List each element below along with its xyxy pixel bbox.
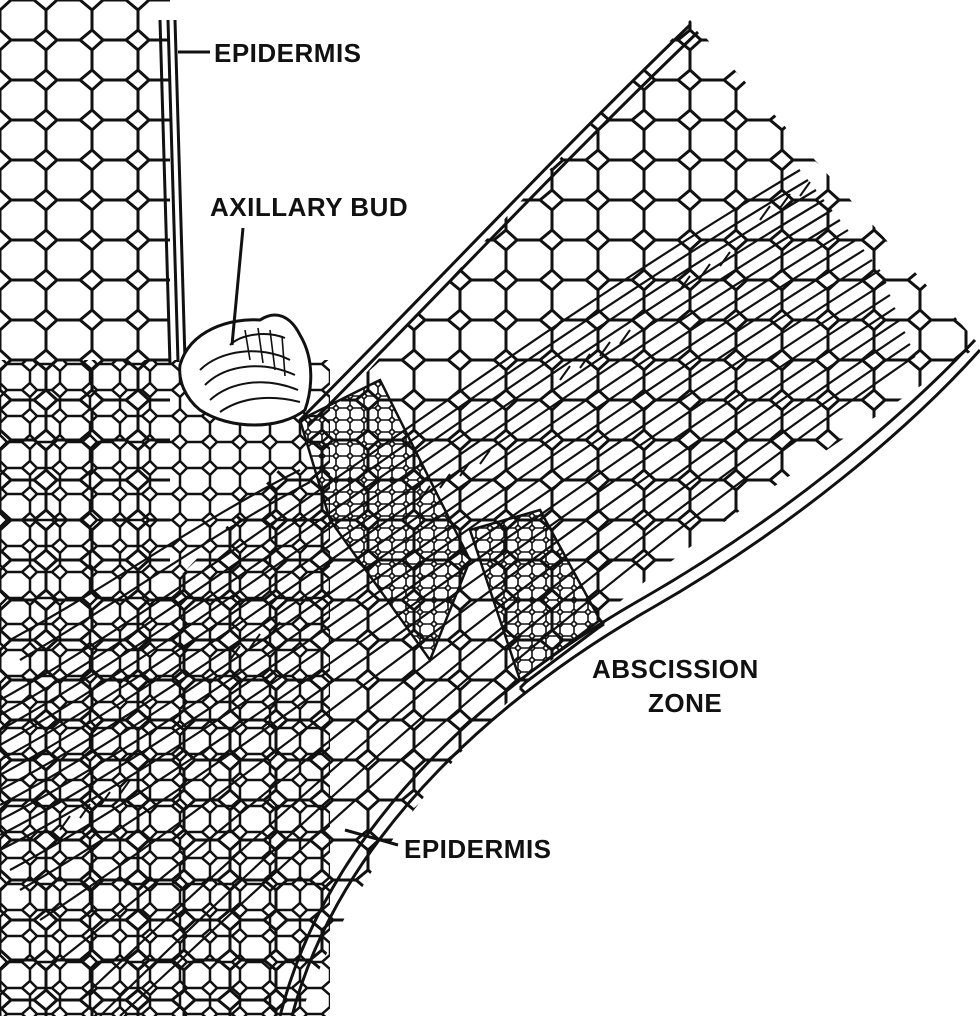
label-epidermis-top: EPIDERMIS [214,38,362,68]
label-abscission: ABSCISSION [592,654,759,684]
label-axillary-bud: AXILLARY BUD [210,192,408,222]
label-zone: ZONE [648,688,722,718]
label-epidermis-bottom: EPIDERMIS [404,834,552,864]
axillary-bud [180,315,311,425]
